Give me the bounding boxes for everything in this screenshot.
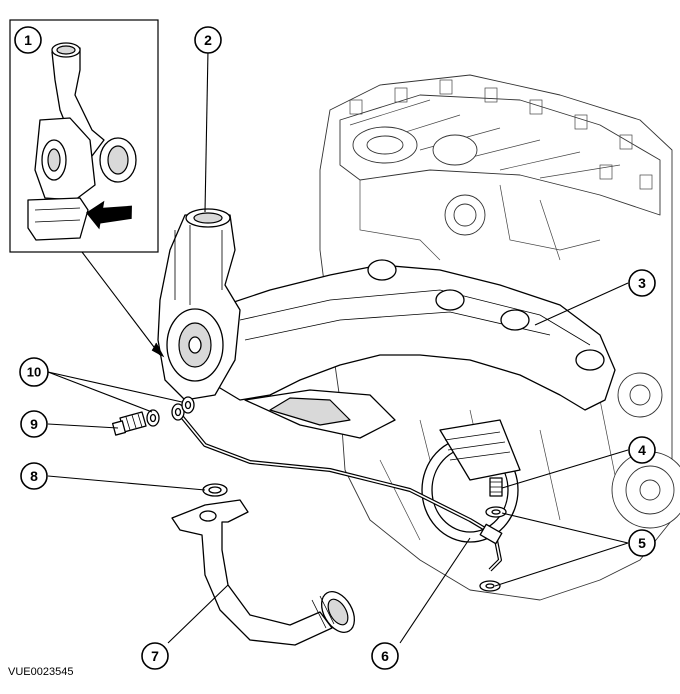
- leader-6: [399, 537, 471, 644]
- svg-text:4: 4: [638, 442, 646, 458]
- callout-3: 3: [628, 269, 656, 297]
- svg-text:1: 1: [24, 32, 32, 48]
- leader-inset-to-turbo: [81, 251, 161, 356]
- leader-3: [534, 282, 629, 326]
- callout-5: 5: [628, 529, 656, 557]
- callout-9: 9: [20, 410, 48, 438]
- leader-2: [204, 49, 209, 213]
- callout-8: 8: [20, 462, 48, 490]
- union-bolt: [111, 411, 147, 436]
- callout-7: 7: [141, 642, 169, 670]
- callout-6: 6: [371, 642, 399, 670]
- oil-feed-pipe: [176, 410, 503, 572]
- svg-text:7: 7: [151, 648, 159, 664]
- leader-7: [167, 584, 229, 644]
- svg-text:2: 2: [204, 32, 212, 48]
- leader-4: [501, 449, 629, 489]
- leader-5a: [501, 512, 629, 544]
- union-washers: [146, 396, 195, 427]
- svg-text:10: 10: [27, 365, 41, 380]
- leader-5b: [494, 542, 629, 587]
- svg-text:8: 8: [30, 468, 38, 484]
- leader-9: [47, 423, 119, 429]
- leader-10b: [47, 371, 183, 403]
- callout-2: 2: [194, 26, 222, 54]
- oil-return-gasket: [202, 483, 228, 497]
- oil-return-pipe: [171, 499, 356, 646]
- svg-text:6: 6: [381, 648, 389, 664]
- turbocharger: [157, 208, 241, 401]
- svg-text:5: 5: [638, 535, 646, 551]
- leader-8: [47, 475, 206, 491]
- svg-text:9: 9: [30, 416, 38, 432]
- reference-code: VUE0023545: [8, 666, 74, 678]
- callout-4: 4: [628, 436, 656, 464]
- callout-10: 10: [19, 357, 49, 387]
- callout-1: 1: [14, 26, 42, 54]
- sealing-washers: [479, 506, 507, 592]
- svg-text:3: 3: [638, 275, 646, 291]
- banjo-bolt: [489, 477, 503, 497]
- inset-detail-box: [9, 19, 159, 253]
- leader-10a: [47, 371, 153, 413]
- exhaust-manifold: [209, 259, 616, 439]
- leader-lines: [47, 49, 629, 644]
